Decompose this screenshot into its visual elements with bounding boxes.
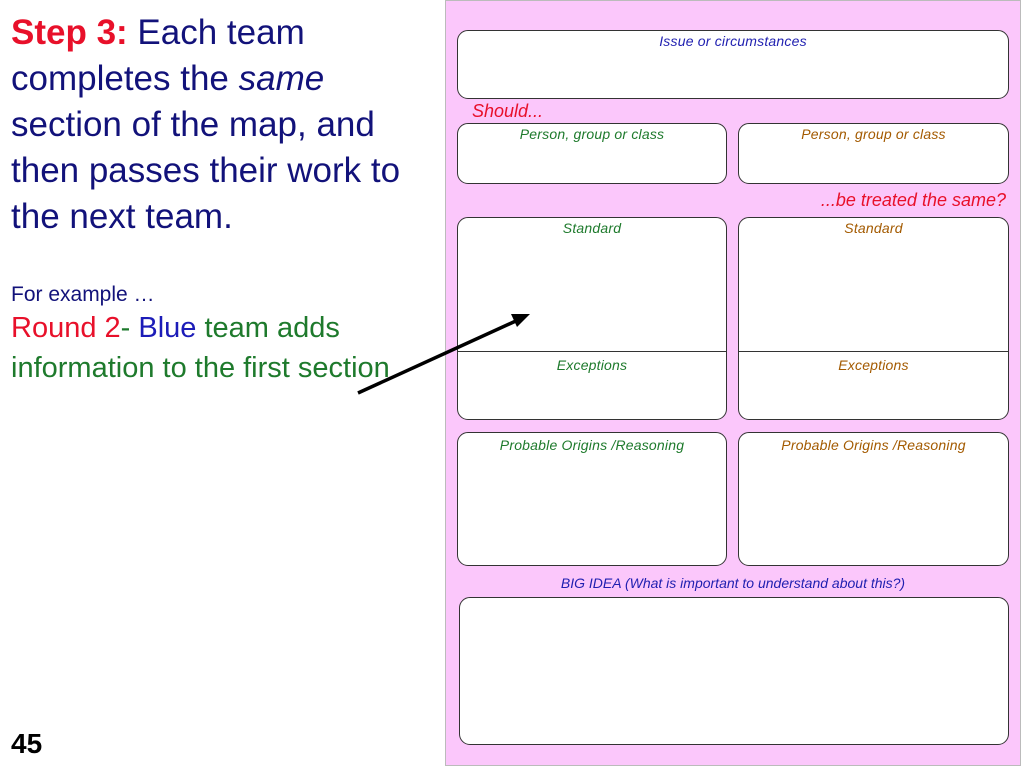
- step-text-2: section of the map, and then passes thei…: [11, 105, 401, 236]
- exceptions-label-left: Exceptions: [556, 357, 628, 373]
- round-label: Round 2: [11, 312, 121, 344]
- example-block: For example … Round 2- Blue team adds in…: [11, 282, 431, 388]
- exceptions-label-right: Exceptions: [838, 357, 909, 373]
- round-dash: -: [120, 312, 131, 344]
- issue-box[interactable]: Issue or circumstances: [457, 30, 1009, 99]
- step-heading: Step 3: Each team completes the same sec…: [11, 10, 431, 240]
- team-word: Blue: [138, 312, 197, 344]
- page-number: 45: [11, 728, 43, 759]
- big-idea-label: BIG IDEA (What is important to understan…: [560, 575, 906, 591]
- standard-box-left[interactable]: Standard Exceptions: [457, 217, 727, 420]
- concept-map: Issue or circumstances Should... Person,…: [445, 0, 1021, 766]
- divider: [739, 351, 1008, 352]
- person-label-right: Person, group or class: [801, 126, 946, 142]
- origins-label-right: Probable Origins /Reasoning: [781, 437, 966, 453]
- issue-label: Issue or circumstances: [659, 33, 807, 49]
- big-idea-box[interactable]: [459, 597, 1009, 745]
- standard-label-right: Standard: [844, 220, 903, 236]
- standard-box-right[interactable]: Standard Exceptions: [738, 217, 1009, 420]
- step-italic-word: same: [238, 59, 325, 98]
- example-intro: For example …: [11, 283, 155, 306]
- origins-box-left[interactable]: Probable Origins /Reasoning: [457, 432, 727, 566]
- step-text-1: Each team completes the: [11, 13, 305, 98]
- example-round: Round 2- Blue team adds information to t…: [11, 308, 431, 388]
- instructions: Step 3: Each team completes the same sec…: [11, 10, 431, 388]
- step-label: Step 3:: [11, 13, 128, 52]
- person-box-left[interactable]: Person, group or class: [457, 123, 727, 184]
- should-label: Should...: [472, 101, 544, 121]
- divider: [458, 351, 726, 352]
- person-label-left: Person, group or class: [519, 126, 665, 142]
- standard-label-left: Standard: [562, 220, 622, 236]
- person-box-right[interactable]: Person, group or class: [738, 123, 1009, 184]
- round-rest: team adds information to the first secti…: [11, 312, 390, 384]
- treated-label: ...be treated the same?: [820, 190, 1006, 210]
- origins-label-left: Probable Origins /Reasoning: [499, 437, 685, 453]
- origins-box-right[interactable]: Probable Origins /Reasoning: [738, 432, 1009, 566]
